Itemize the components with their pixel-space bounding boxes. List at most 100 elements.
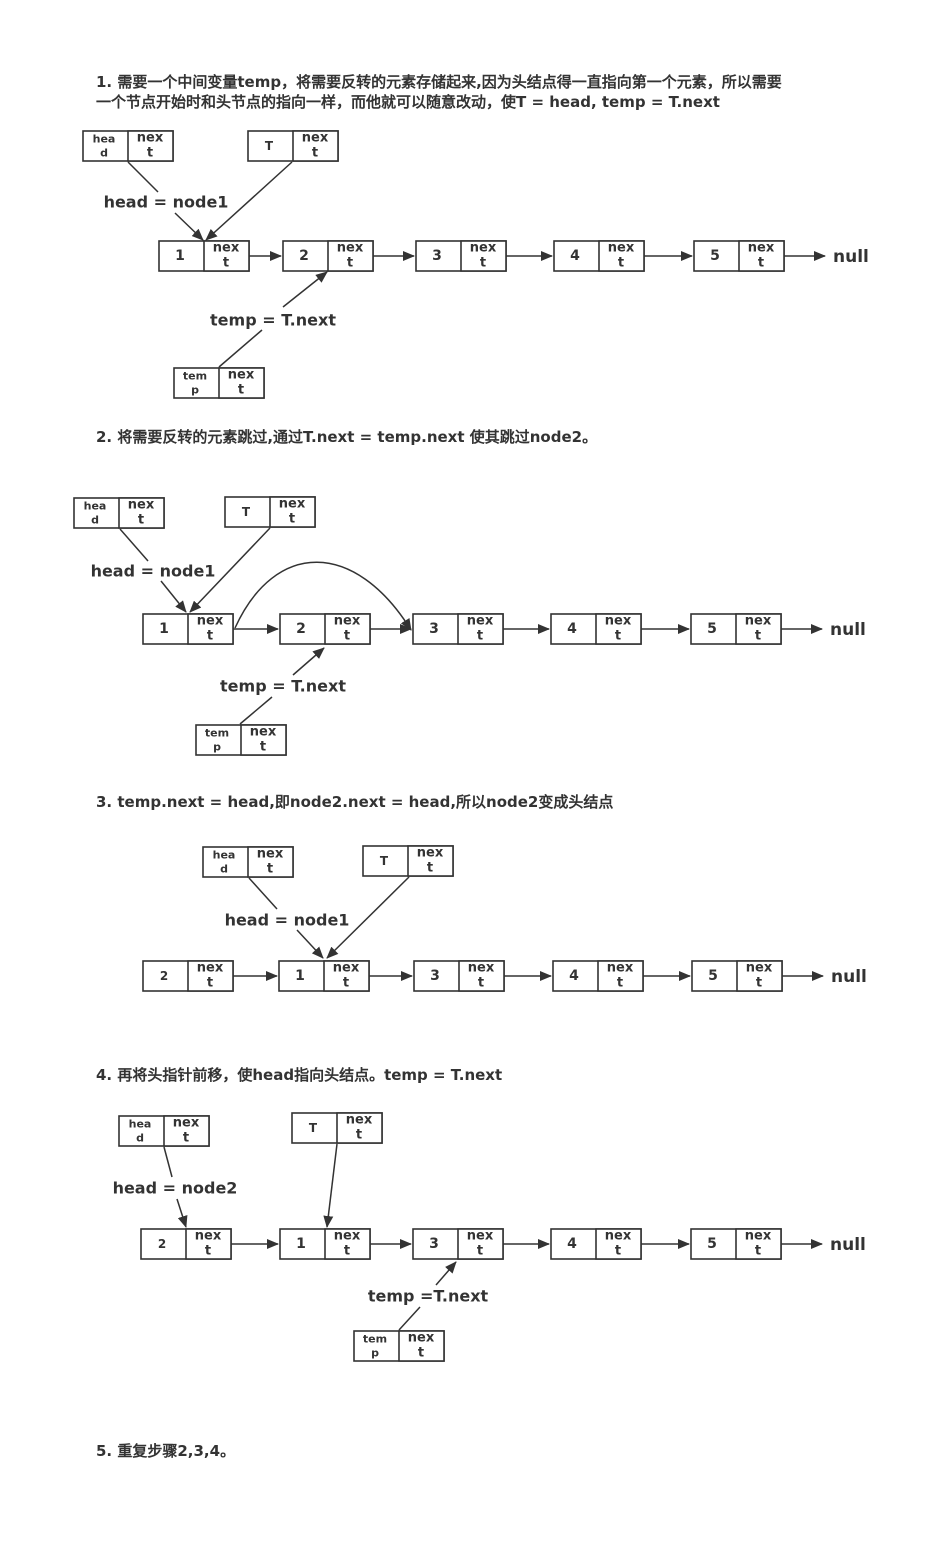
s1-node-4-next-text-top: nex (608, 241, 635, 256)
s3-node-3-next-text-bottom: t (478, 976, 484, 991)
s2-node-4-next-text-bottom: t (615, 629, 621, 644)
s1-node-5-next-cell (738, 240, 785, 272)
s4-temp-pointer-value-text-bottom: p (371, 1347, 379, 1360)
s4-node-1-next-text-bottom: t (344, 1244, 350, 1259)
s2-node-2-next-text-top: nex (334, 614, 361, 629)
s4-node-5-next-text-top: nex (745, 1229, 772, 1244)
s4-T-pointer-next-cell (336, 1112, 383, 1144)
s2-T-pointer-next-text-bottom: t (289, 512, 295, 527)
s3-null-label: null (831, 967, 867, 987)
s4-node-5-value-text: 5 (707, 1236, 717, 1252)
s2-node-1-next-text-top: nex (197, 614, 224, 629)
s2-temp-line (239, 696, 273, 725)
s3-node-4-value-text: 4 (569, 968, 579, 984)
s2-node-5-next-text-bottom: t (755, 629, 761, 644)
s4-head-pointer-next-text-top: nex (173, 1116, 200, 1131)
s4-node-3-next-text-top: nex (467, 1229, 494, 1244)
s1-node-5-next-text-bottom: t (758, 256, 764, 271)
s3-head-line (248, 877, 278, 910)
s2-node-2-next-cell (324, 613, 371, 645)
s2-node-4-next-cell (595, 613, 642, 645)
s2-head-arrow (160, 580, 187, 613)
s2-T-pointer-next-text-top: nex (279, 497, 306, 512)
s3-node-5-next-text-bottom: t (756, 976, 762, 991)
s2-temp-label: temp = T.next (220, 677, 346, 696)
s4-node-3-value-text: 3 (429, 1236, 439, 1252)
s3-node-1-next-text-top: nex (333, 961, 360, 976)
s3-node-5-next-cell (736, 960, 783, 992)
s3-node-3-value-text: 3 (430, 968, 440, 984)
s4-node-4-next-cell (595, 1228, 642, 1260)
s1-node-1-next-cell (203, 240, 250, 272)
s1-head-line (127, 161, 159, 193)
s2-temp-arrow (292, 647, 325, 676)
s3-T-pointer-next-text-bottom: t (427, 861, 433, 876)
s4-node-2-value-text: 2 (158, 1237, 166, 1251)
s1-node-1-value-text: 1 (175, 248, 185, 264)
s4-head-node2-label: head = node2 (113, 1179, 238, 1198)
s2-T-arrow (189, 527, 271, 613)
s3-node-2-next-cell (187, 960, 234, 992)
s4-temp-label: temp =T.next (368, 1287, 489, 1306)
s4-node-1-value-text: 1 (296, 1236, 306, 1252)
s1-temp-pointer-next-text-bottom: t (238, 383, 244, 398)
step5-caption: 5. 重复步骤2,3,4。 (96, 1442, 236, 1460)
s1-temp-pointer-value-text-bottom: p (191, 384, 199, 397)
s1-node-1-next-text-bottom: t (223, 256, 229, 271)
s4-T-pointer-next-text-top: nex (346, 1113, 373, 1128)
s1-T-pointer-next-text-bottom: t (312, 146, 318, 161)
s1-T-pointer-value-text: T (265, 139, 274, 153)
s3-node-2-next-text-bottom: t (207, 976, 213, 991)
s3-head-pointer-value-text-bottom: d (220, 863, 228, 876)
s4-temp-pointer-next-text-bottom: t (418, 1346, 424, 1361)
s4-temp-arrow (435, 1261, 457, 1286)
s2-null-label: null (830, 620, 866, 640)
s1-null-label: null (833, 247, 869, 267)
step1-caption: 1. 需要一个中间变量temp，将需要反转的元素存储起来,因为头结点得一直指向第… (96, 73, 782, 111)
s4-node-2-next-text-top: nex (195, 1229, 222, 1244)
s1-node-2-next-cell (327, 240, 374, 272)
s3-head-arrow (296, 929, 324, 959)
s1-T-arrow (205, 161, 293, 241)
s4-head-pointer-next-cell (163, 1115, 210, 1147)
s2-temp-pointer-value-text-top: tem (205, 727, 229, 740)
s3-node-1-value-text: 1 (295, 968, 305, 984)
s1-head-pointer-next-text-bottom: t (147, 146, 153, 161)
s2-node-5-next-text-top: nex (745, 614, 772, 629)
s1-T-pointer-next-text-top: nex (302, 131, 329, 146)
s2-node-3-value-text: 3 (429, 621, 439, 637)
s3-T-pointer-value-text: T (380, 854, 389, 868)
s3-node-4-next-cell (597, 960, 644, 992)
s1-temp-label: temp = T.next (210, 311, 336, 330)
s2-temp-pointer-next-text-bottom: t (260, 740, 266, 755)
s1-node-3-next-text-bottom: t (480, 256, 486, 271)
s2-skip-arrow (234, 561, 412, 631)
s4-node-2-next-cell (185, 1228, 232, 1260)
s2-node-5-next-cell (735, 613, 782, 645)
s2-node-3-next-text-bottom: t (477, 629, 483, 644)
s4-node-5-next-text-bottom: t (755, 1244, 761, 1259)
s4-T-pointer-next-text-bottom: t (356, 1128, 362, 1143)
s1-head-pointer-next-text-top: nex (137, 131, 164, 146)
s1-node-3-next-text-top: nex (470, 241, 497, 256)
s1-node-4-value-text: 4 (570, 248, 580, 264)
s1-node-5-next-text-top: nex (748, 241, 775, 256)
s4-head-line (163, 1146, 173, 1178)
s1-head-node1-label: head = node1 (104, 193, 229, 212)
